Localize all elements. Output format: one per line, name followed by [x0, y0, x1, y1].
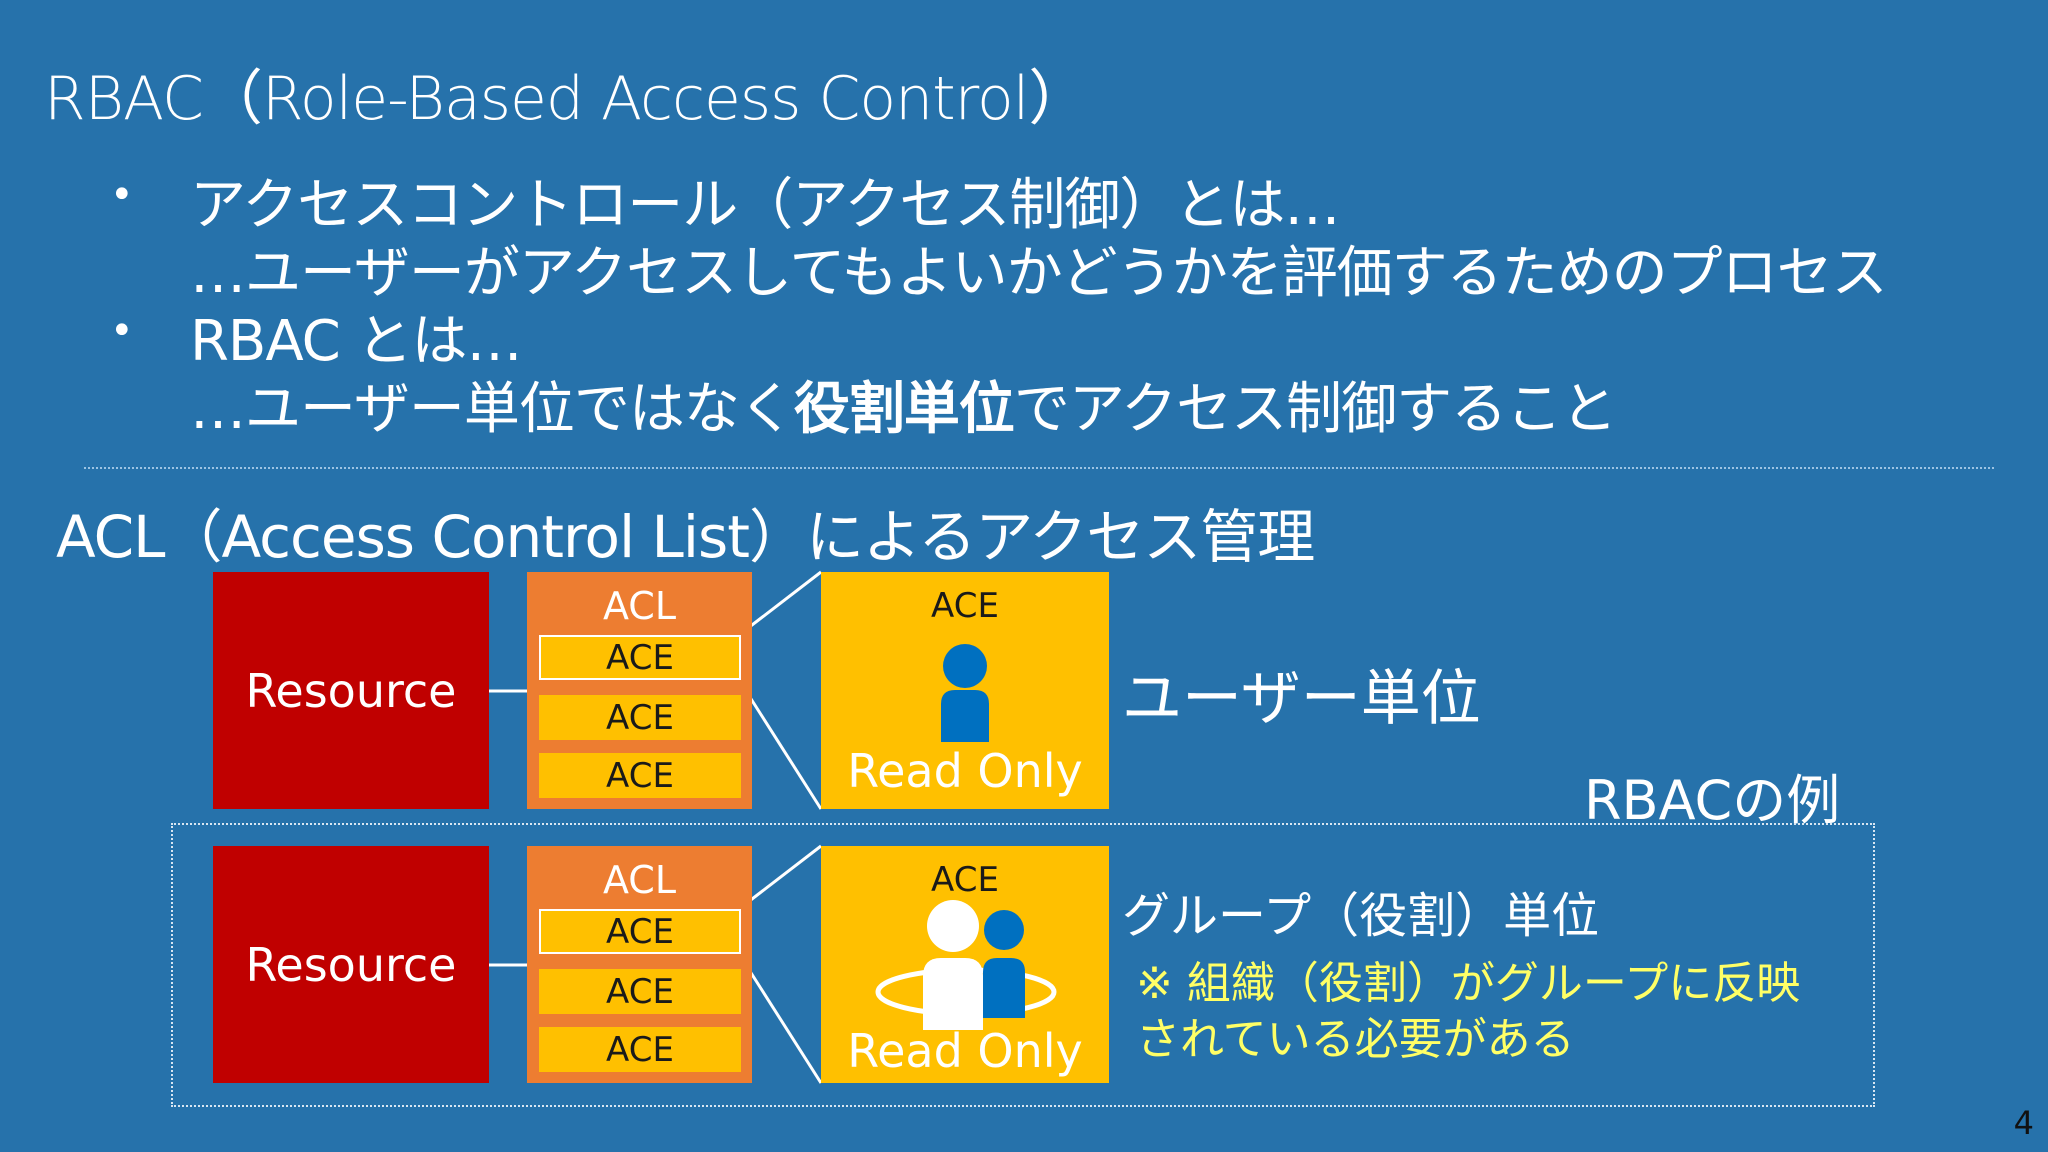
bullet-1-line-2: …ユーザーがアクセスしてもよいかどうかを評価するためのプロセス — [190, 241, 1888, 306]
resource-box: Resource — [213, 572, 489, 809]
bullet-marker: • — [110, 308, 134, 354]
acl-box: ACL ACE ACE ACE — [527, 846, 752, 1083]
ace-item: ACE — [539, 753, 741, 798]
ace-item: ACE — [539, 1027, 741, 1072]
section-heading: ACL（Access Control List）によるアクセス管理 — [56, 503, 1315, 571]
ace-item-selected: ACE — [539, 635, 741, 680]
acl-title: ACL — [602, 858, 677, 902]
ace-item-selected: ACE — [539, 909, 741, 954]
ace-detail-title: ACE — [931, 586, 999, 626]
ace-item: ACE — [539, 695, 741, 740]
dotted-separator — [84, 467, 1994, 469]
group-icon — [875, 900, 1057, 1030]
bullet-2-line-2: …ユーザー単位ではなく役割単位でアクセス制御すること — [190, 364, 1617, 445]
group-role-unit-label: グループ（役割）単位 — [1122, 888, 1600, 944]
resource-box: Resource — [213, 846, 489, 1083]
bullet-2-text-before: …ユーザー単位ではなく — [190, 377, 795, 442]
bullet-marker: • — [110, 172, 134, 218]
bullet-1-line-1: アクセスコントロール（アクセス制御）とは… — [190, 173, 1340, 238]
rbac-example-label: RBACの例 — [1584, 769, 1841, 832]
acl-title: ACL — [602, 584, 677, 628]
user-unit-label: ユーザー単位 — [1122, 664, 1481, 734]
ace-detail-box: ACE Read Only — [821, 846, 1109, 1083]
permission-label: Read Only — [847, 1024, 1083, 1078]
ace-detail-title: ACE — [931, 860, 999, 900]
bullet-2-line-1: RBAC とは… — [190, 309, 523, 374]
ace-item: ACE — [539, 969, 741, 1014]
note-line-1: ※ 組織（役割）がグループに反映 — [1136, 958, 1801, 1009]
acl-box: ACL ACE ACE ACE — [527, 572, 752, 809]
note-line-2: されている必要がある — [1136, 1014, 1575, 1065]
ace-detail-box: ACE Read Only — [821, 572, 1109, 809]
user-icon — [941, 644, 989, 742]
bullet-2-text-after: でアクセス制御すること — [1013, 377, 1617, 442]
slide-title: RBAC（Role-Based Access Control） — [44, 64, 1088, 134]
page-number: 4 — [2013, 1104, 2034, 1142]
permission-label: Read Only — [847, 744, 1083, 798]
rbac-example-frame — [171, 823, 1875, 1107]
bullet-2-emphasis: 役割単位 — [793, 377, 1015, 442]
